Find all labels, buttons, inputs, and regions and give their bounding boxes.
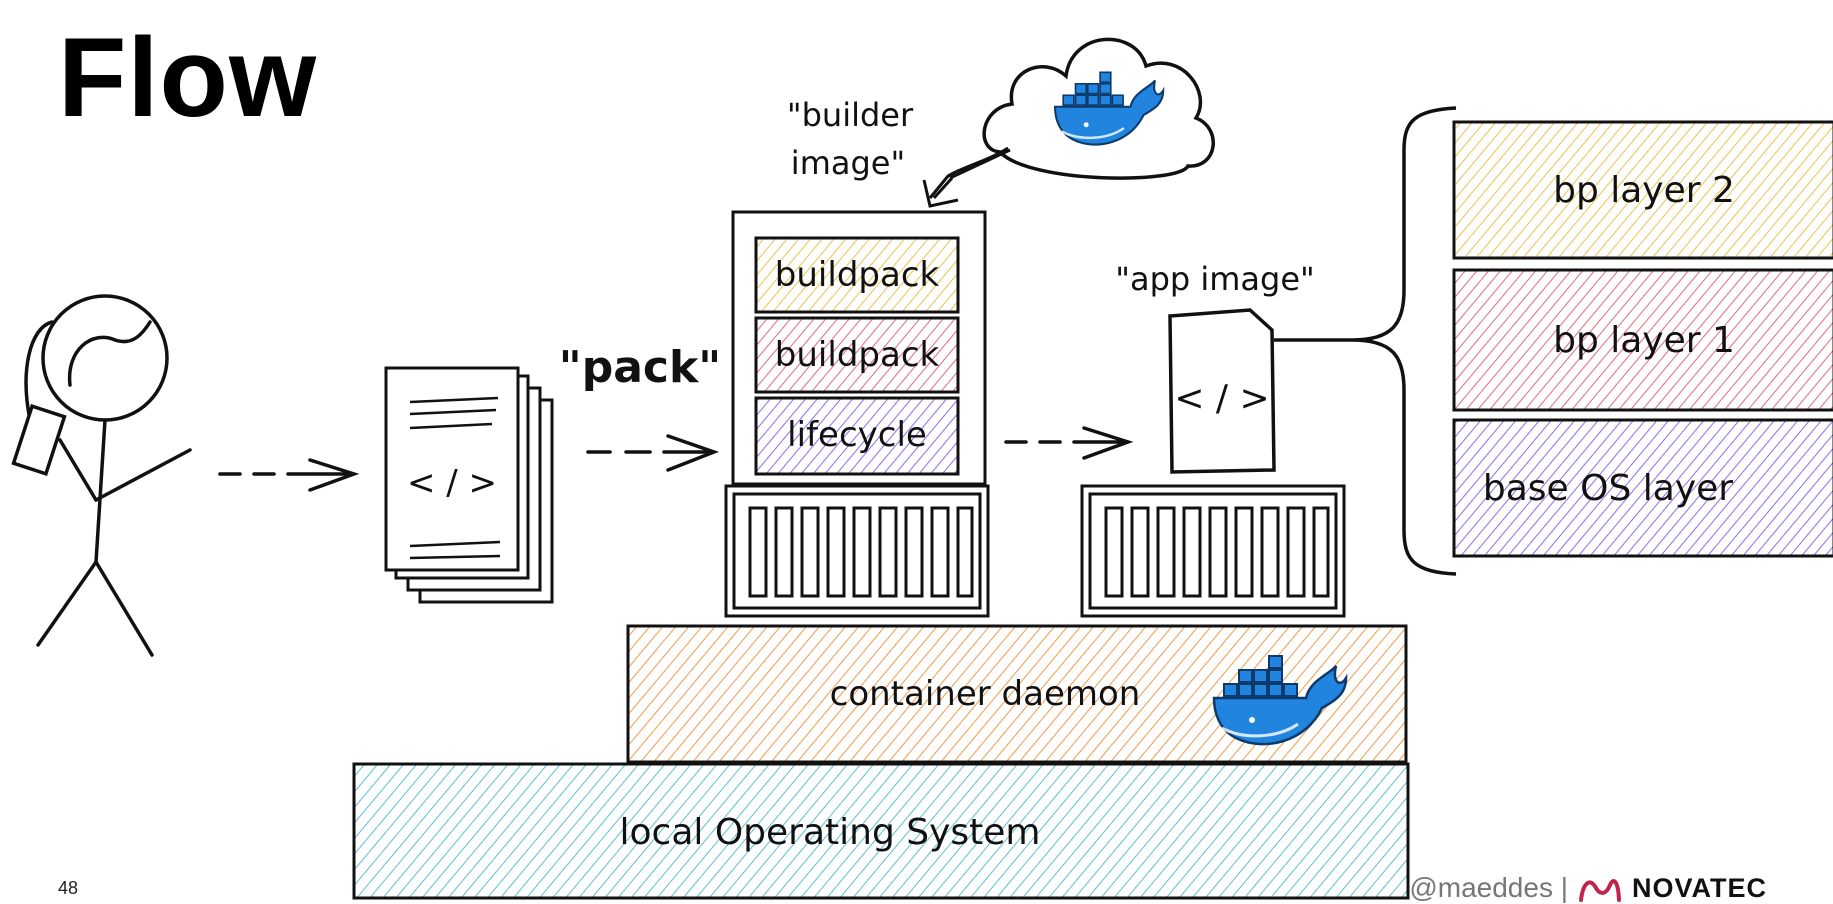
slide-title: Flow [58,15,318,140]
builder-pointer-arrow [922,176,959,208]
page-number: 48 [58,878,79,898]
source-code-icon [384,366,554,604]
novatec-logo-icon [1579,879,1621,902]
app-image-doc-icon [1168,308,1276,474]
image-layer-label: base OS layer [1483,468,1733,509]
builder-layer-label: buildpack [775,335,940,375]
builder-layer-buildpack-2 [754,316,960,394]
footer-brand: NOVATEC [1632,872,1767,903]
footer-handle: @maeddes | [1409,872,1568,903]
image-layer-label: bp layer 2 [1553,170,1735,211]
footer: @maeddes | NOVATEC [1409,872,1767,904]
image-layer-label: bp layer 1 [1553,320,1735,361]
builder-layer-label: buildpack [775,255,940,295]
builder-image-label-line1: "builder [787,96,914,134]
app-image-label: "app image" [1115,260,1315,298]
image-layers: bp layer 2 bp layer 1 base OS layer [1452,120,1833,558]
arrow-pack [586,434,720,472]
app-container-icon [1080,484,1346,618]
builder-layer-label: lifecycle [787,415,927,455]
builder-stack: buildpack buildpack lifecycle [754,236,960,476]
builder-layer-lifecycle [754,396,960,476]
pack-label: "pack" [559,342,721,393]
local-os-layer [352,762,1410,900]
image-layer-bp-layer-1 [1452,268,1833,412]
arrow-to-app-image [1004,426,1134,460]
builder-container-icon [724,484,990,618]
container-daemon-label: container daemon [830,674,1141,714]
image-layer-base-os [1452,418,1833,558]
local-os-label: local Operating System [620,812,1041,853]
source-code-glyph: < / > [407,463,497,503]
arrow-to-source [218,458,360,492]
layers-brace [1274,106,1457,576]
person-icon [11,294,192,657]
builder-image-label-line2: image" [791,144,905,182]
app-code-glyph: < / > [1174,378,1269,419]
image-layer-bp-layer-2 [1452,120,1833,260]
builder-layer-buildpack-1 [754,236,960,314]
